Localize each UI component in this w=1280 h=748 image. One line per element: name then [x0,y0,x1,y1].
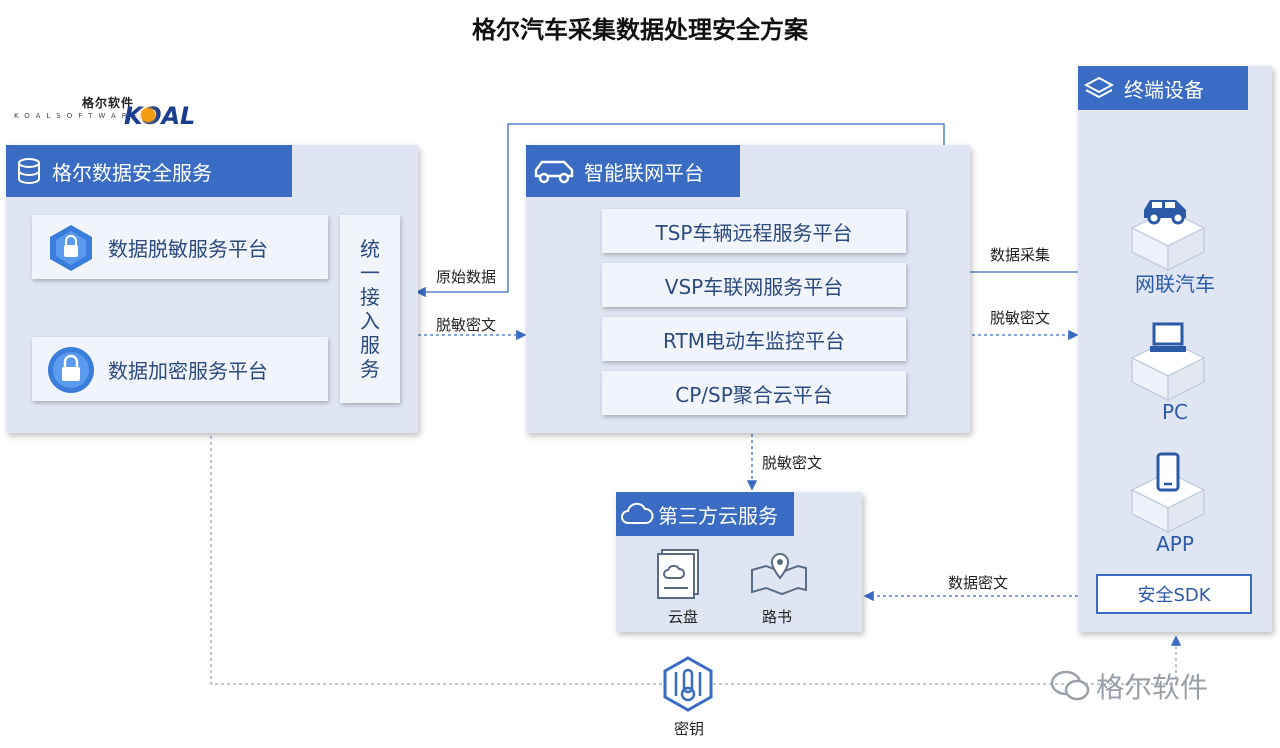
pc-icon[interactable] [1128,318,1208,402]
data-collect-label: 数据采集 [990,246,1051,264]
cpsp-service[interactable]: CP/SP聚合云平台 [602,371,906,415]
roadbook-icon[interactable] [750,548,810,596]
key-label: 密钥 [674,720,705,738]
encrypt-platform-label: 数据加密服务平台 [108,359,268,383]
cloud-disk-label: 云盘 [668,608,699,626]
third-party-cloud-title: 第三方云服务 [658,503,778,528]
logo-sun-icon [141,108,155,122]
mobile-app-icon[interactable] [1128,450,1208,534]
smart-network-panel-tag: 智能联网平台 [526,145,740,197]
logo-en-big: KOAL [124,102,196,130]
key-icon [663,656,713,712]
smart-network-panel-title: 智能联网平台 [584,160,704,185]
cipher-label: 数据密文 [948,574,1009,592]
desensitized-label-1: 脱敏密文 [436,316,497,334]
page-title: 格尔汽车采集数据处理安全方案 [472,16,808,44]
terminal-device-panel: 终端设备 网联汽车 PC APP 安全SDK [1078,66,1272,632]
third-party-cloud-tag: 第三方云服务 [616,492,794,536]
security-sdk-box[interactable]: 安全SDK [1096,574,1252,614]
wechat-icon [1050,670,1090,701]
connected-car-icon[interactable] [1128,188,1208,272]
app-label: APP [1156,532,1194,556]
smart-network-panel: 智能联网平台 TSP车辆远程服务平台 VSP车联网服务平台 RTM电动车监控平台… [526,145,970,433]
data-security-panel: 格尔数据安全服务 数据脱敏服务平台 数据加密服务平台 统 一 接 入 服 务 [6,145,418,433]
terminal-device-title: 终端设备 [1124,77,1204,102]
car-icon [534,160,574,184]
tsp-service[interactable]: TSP车辆远程服务平台 [602,209,906,253]
desensitize-platform-card[interactable]: 数据脱敏服务平台 [32,215,328,279]
roadbook-label: 路书 [762,608,793,626]
rtm-service[interactable]: RTM电动车监控平台 [602,317,906,361]
unified-access-char: 一 [360,261,380,285]
raw-data-label: 原始数据 [436,268,497,286]
watermark-text: 格尔软件 [1096,671,1209,704]
desensitize-platform-label: 数据脱敏服务平台 [108,237,268,261]
logo-cn-text: 格尔软件 [82,96,135,110]
logo-en-small: KOALSOFTWARE [14,112,144,120]
vsp-service[interactable]: VSP车联网服务平台 [602,263,906,307]
unified-access-char: 统 [360,237,380,261]
encrypt-platform-card[interactable]: 数据加密服务平台 [32,337,328,401]
desensitized-label-3: 脱敏密文 [762,454,823,472]
cloud-disk-icon[interactable] [654,548,706,600]
koal-logo: 格尔软件 KOALSOFTWARE KOAL [14,94,224,134]
unified-access-char: 务 [360,357,380,381]
desensitized-label-2: 脱敏密文 [990,309,1051,327]
unified-access-char: 服 [360,333,380,357]
connected-car-label: 网联汽车 [1135,272,1215,296]
unified-access-service[interactable]: 统 一 接 入 服 务 [340,215,400,403]
data-security-panel-title: 格尔数据安全服务 [52,160,212,185]
database-icon [18,158,40,184]
terminal-device-tag: 终端设备 [1078,66,1248,110]
lock-icon [48,347,94,393]
third-party-cloud-panel: 第三方云服务 云盘 路书 [616,492,862,632]
data-security-panel-tag: 格尔数据安全服务 [6,145,292,197]
unified-access-char: 接 [360,285,380,309]
pc-label: PC [1161,400,1189,424]
layers-icon [1084,76,1114,99]
cloud-icon [621,502,654,524]
unified-access-char: 入 [360,309,380,333]
wechat-watermark: 格尔软件 [1050,666,1208,706]
key-line [210,436,1182,685]
shield-lock-icon [50,225,92,271]
